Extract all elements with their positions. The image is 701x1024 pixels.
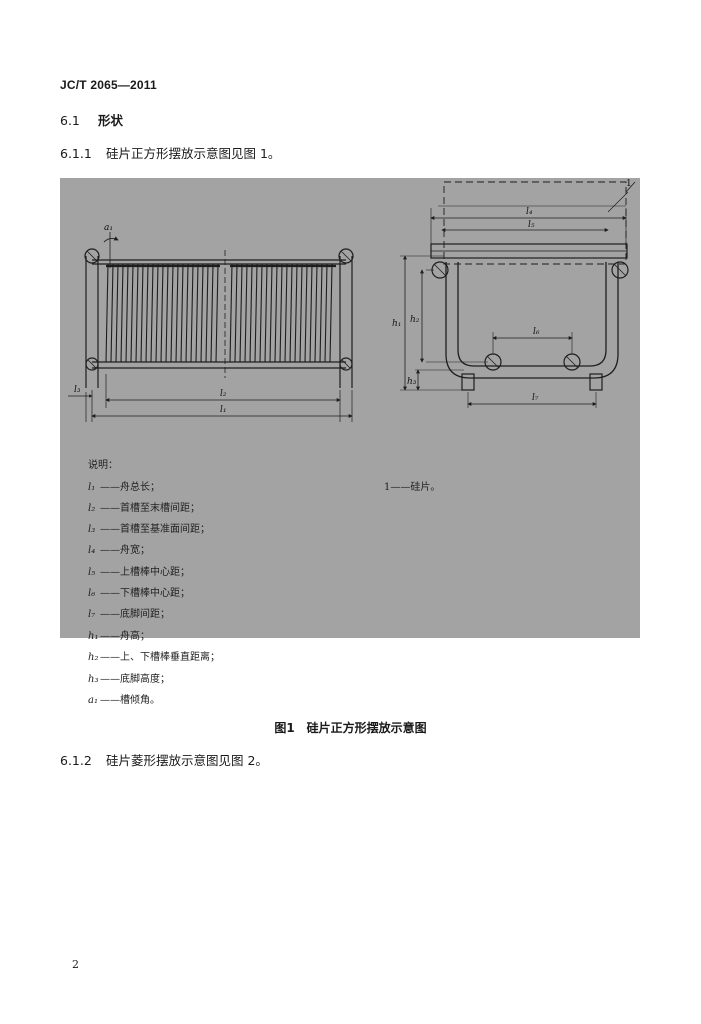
label-l7: l₇ <box>532 393 539 403</box>
figure-1: a₁ l₃ l₂ l₁ l₄ l₅ l₆ l₇ h₁ h₂ h₃ 1 <box>60 178 640 638</box>
legend-item-h3: h₃——底脚高度； <box>88 674 170 685</box>
legend-item-h2: h₂——上、下槽棒垂直距离； <box>88 652 220 663</box>
legend-item-l2: l₂——首槽至末槽间距； <box>88 503 200 514</box>
section-text: 硅片菱形摆放示意图见图 2。 <box>106 753 268 768</box>
legend-item-l7: l₇——底脚间距； <box>88 609 170 620</box>
foot-right <box>589 373 603 391</box>
legend-item-l1: l₁——舟总长； <box>88 482 160 493</box>
legend-item-1: 1——硅片。 <box>384 482 441 493</box>
wafer-slots <box>105 263 336 363</box>
section-number: 6.1.2 <box>60 753 92 768</box>
label-callout-1: 1 <box>626 179 632 189</box>
legend-item-l4: l₄——舟宽； <box>88 545 150 556</box>
legend-item-l6: l₆——下槽棒中心距； <box>88 588 190 599</box>
legend-item-h1: h₁——舟高； <box>88 631 150 642</box>
label-h3: h₃ <box>407 377 417 387</box>
section-6-1-2: 6.1.2 硅片菱形摆放示意图见图 2。 <box>60 750 268 769</box>
label-h1: h₁ <box>392 319 401 329</box>
rod-bottom-right <box>339 357 353 371</box>
legend-title: 说明： <box>88 460 118 471</box>
rod-top-left <box>84 248 100 264</box>
label-a1: a₁ <box>104 223 113 233</box>
label-l5: l₅ <box>528 220 535 230</box>
page-number: 2 <box>72 958 79 971</box>
section-title: 形状 <box>98 113 124 128</box>
label-l2: l₂ <box>220 389 227 399</box>
section-text: 硅片正方形摆放示意图见图 1。 <box>106 146 281 161</box>
u-frame <box>445 262 619 379</box>
label-l6: l₆ <box>533 327 540 337</box>
label-l3: l₃ <box>74 385 81 395</box>
legend-item-l3: l₃——首槽至基准面间距； <box>88 524 210 535</box>
foot-left <box>461 373 475 391</box>
legend-item-l5: l₅——上槽棒中心距； <box>88 567 190 578</box>
rod-top-right <box>338 248 354 264</box>
label-l1: l₁ <box>220 405 227 415</box>
section-number: 6.1.1 <box>60 146 92 161</box>
side-view <box>68 232 354 422</box>
standard-code: JC/T 2065—2011 <box>60 78 157 92</box>
legend-item-a1: a₁——槽倾角。 <box>88 695 160 706</box>
label-h2: h₂ <box>410 315 420 325</box>
section-number: 6.1 <box>60 113 80 128</box>
section-6-1: 6.1 形状 <box>60 110 123 129</box>
label-l4: l₄ <box>526 207 533 217</box>
figure-caption: 图1 硅片正方形摆放示意图 <box>274 721 427 735</box>
end-view <box>400 181 636 408</box>
section-6-1-1: 6.1.1 硅片正方形摆放示意图见图 1。 <box>60 143 280 162</box>
boat-drawing: a₁ l₃ l₂ l₁ l₄ l₅ l₆ l₇ h₁ h₂ h₃ 1 <box>68 179 636 422</box>
rod-bottom-left <box>85 357 99 371</box>
